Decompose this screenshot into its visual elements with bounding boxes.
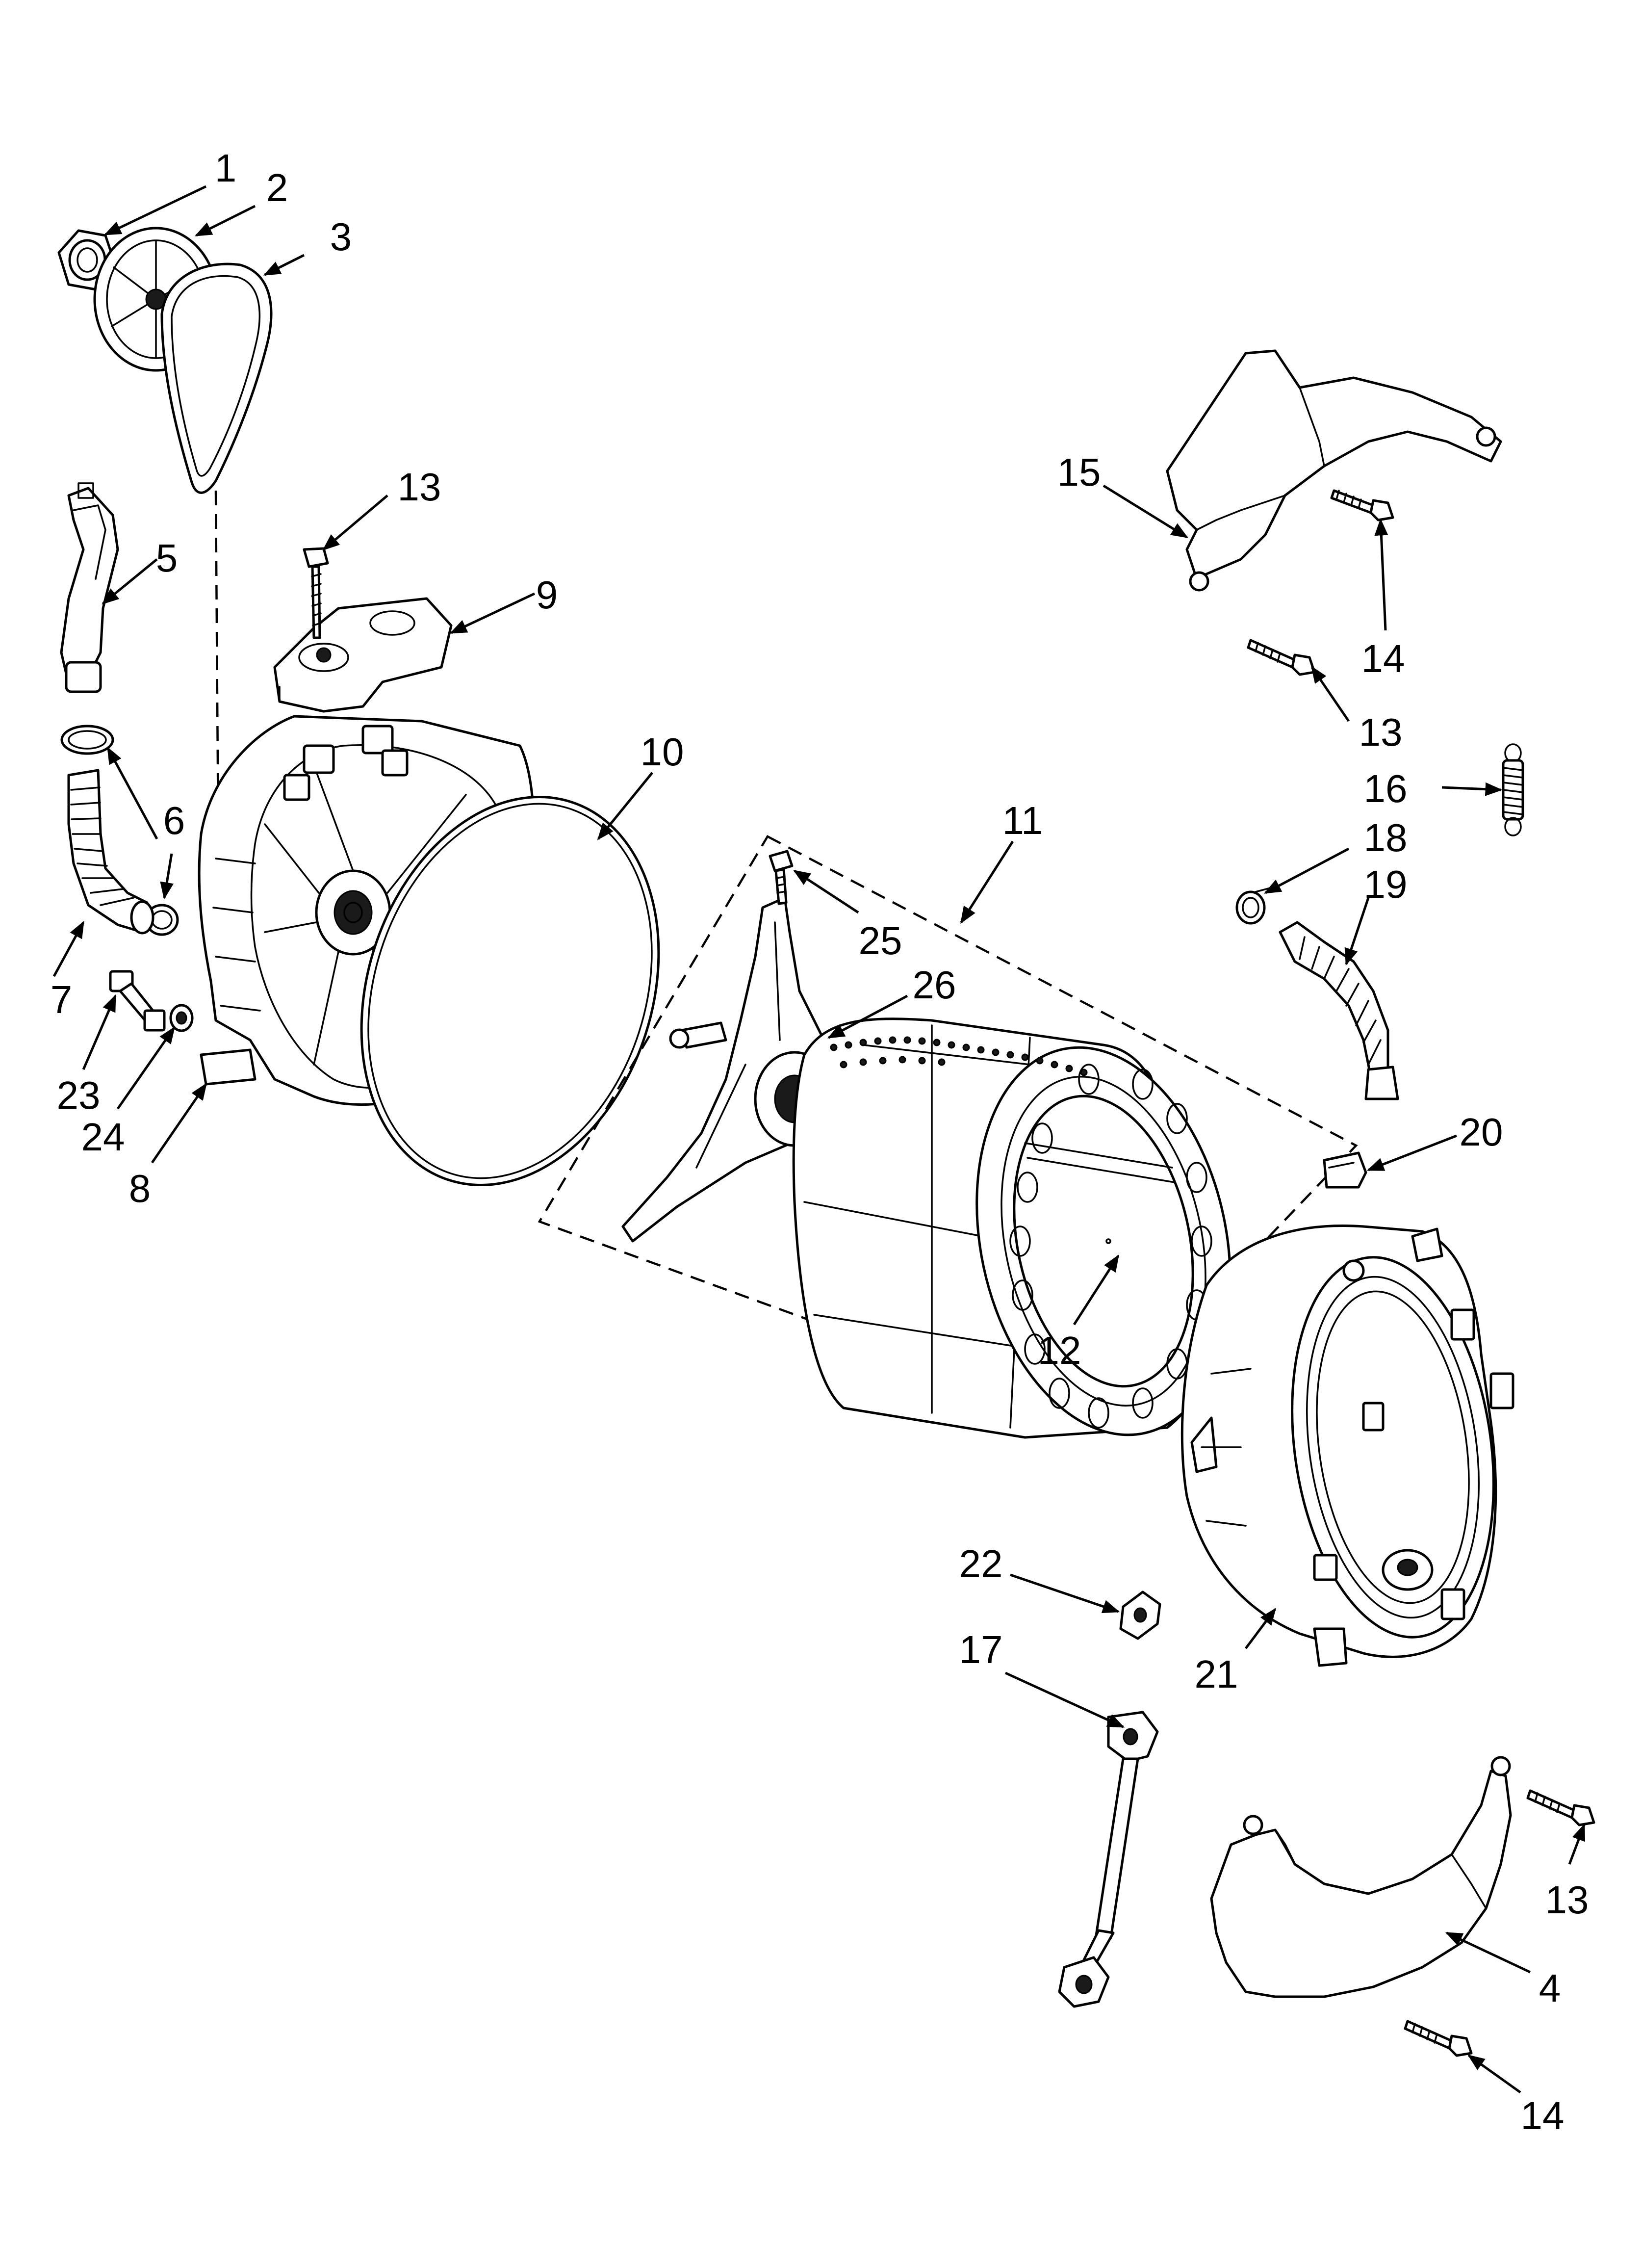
callout-18: 18 bbox=[1364, 816, 1408, 860]
part-19-bellows-hose bbox=[1279, 921, 1399, 1100]
callout-13-right: 13 bbox=[1359, 710, 1403, 754]
callout-20: 20 bbox=[1460, 1110, 1503, 1154]
drum-rim-holes bbox=[1009, 1064, 1212, 1429]
callout-19: 19 bbox=[1364, 862, 1408, 906]
part-4-lower-counterweight bbox=[1210, 1756, 1512, 1998]
part-18-clamp bbox=[1235, 887, 1271, 925]
callout-4: 4 bbox=[1539, 1966, 1561, 2010]
part-25-screw bbox=[769, 850, 794, 905]
part-16-spring bbox=[1502, 743, 1524, 836]
part-14-bolt-lower bbox=[1404, 2020, 1473, 2057]
part-13-screw-upper bbox=[303, 547, 329, 639]
callout-24: 24 bbox=[81, 1115, 125, 1159]
callout-3: 3 bbox=[330, 215, 352, 259]
callout-8: 8 bbox=[129, 1167, 151, 1210]
callout-2: 2 bbox=[266, 166, 288, 209]
part-7-hose bbox=[67, 769, 154, 935]
callout-14-upper: 14 bbox=[1361, 637, 1405, 680]
part-6-clamp-upper bbox=[60, 725, 114, 755]
part-5-inlet-elbow bbox=[60, 482, 119, 693]
callout-10: 10 bbox=[641, 730, 684, 774]
callout-26: 26 bbox=[913, 963, 956, 1007]
callout-6: 6 bbox=[163, 799, 185, 842]
leader-lines bbox=[52, 185, 1586, 2094]
callout-23: 23 bbox=[57, 1073, 101, 1117]
callout-21: 21 bbox=[1195, 1652, 1238, 1696]
part-24-plug bbox=[169, 1004, 194, 1032]
callout-labels: 1 2 3 4 5 6 7 8 9 10 11 12 13 13 13 14 1… bbox=[51, 146, 1589, 2138]
callout-25: 25 bbox=[859, 919, 902, 963]
part-22-clip-nut bbox=[1119, 1590, 1161, 1640]
part-15-upper-counterweight bbox=[1166, 349, 1502, 592]
part-13-screw-lower bbox=[1526, 1789, 1595, 1826]
part-12-drum bbox=[792, 1017, 1232, 1439]
part-3-belt bbox=[160, 262, 273, 834]
callout-5: 5 bbox=[156, 536, 178, 580]
part-13-screw-right bbox=[1247, 639, 1316, 676]
callout-22: 22 bbox=[959, 1542, 1003, 1586]
part-20-clip bbox=[1323, 1151, 1367, 1189]
callout-17: 17 bbox=[959, 1628, 1003, 1671]
part-9-bracket bbox=[273, 597, 453, 713]
callout-9: 9 bbox=[536, 573, 558, 617]
callout-11: 11 bbox=[1002, 799, 1043, 842]
callout-13-lower: 13 bbox=[1545, 1878, 1589, 1922]
callout-16: 16 bbox=[1364, 767, 1408, 810]
callout-13-upper: 13 bbox=[398, 465, 441, 509]
callout-7: 7 bbox=[51, 978, 73, 1021]
part-17-shock-absorber bbox=[1058, 1711, 1159, 2008]
part-14-bolt-upper bbox=[1330, 489, 1394, 521]
part-21-front-tub bbox=[1180, 1225, 1514, 1667]
part-10-ring-seal bbox=[360, 796, 660, 1186]
callout-15: 15 bbox=[1057, 450, 1101, 494]
callout-14-lower: 14 bbox=[1521, 2094, 1565, 2138]
part-23-fitting bbox=[109, 970, 166, 1032]
callout-12: 12 bbox=[1038, 1329, 1081, 1372]
callout-1: 1 bbox=[215, 146, 237, 190]
